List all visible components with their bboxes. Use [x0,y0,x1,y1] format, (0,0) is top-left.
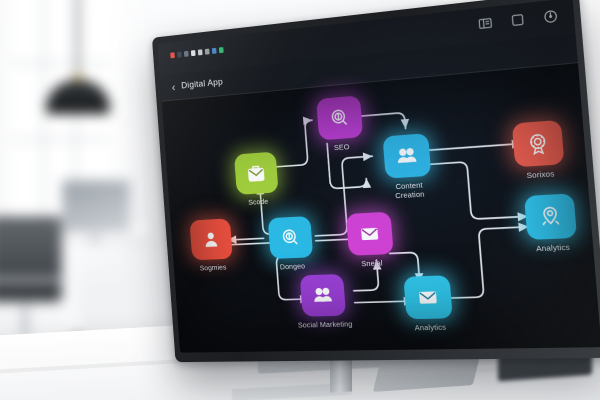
users-icon [394,143,420,169]
sidebar-toggle-icon[interactable] [477,15,494,32]
node-chip [267,215,314,259]
node-chip [345,211,394,256]
node-social[interactable]: Sneial [345,211,395,270]
node-chip [511,119,565,168]
node-label: Dongeo [279,261,306,272]
envelope-icon [415,285,441,304]
node-label: Content Creation [394,180,425,201]
node-chip [382,133,432,179]
node-chip [524,193,578,241]
magnifier-icon [278,225,302,249]
page-title: Digital App [180,76,224,92]
node-chip [316,95,364,141]
window-dots[interactable] [170,47,224,59]
search-badge-icon [327,105,352,131]
monitor-bezel: ‹ Digital App [152,0,600,362]
node-chip [299,273,347,317]
node-chip [403,275,453,320]
node-label: Scode [247,196,269,207]
users-icon [311,283,335,307]
background-monitor-stand [88,234,102,244]
diagram-canvas[interactable]: SEO Scode [162,63,600,353]
node-label: Sorixos [526,169,555,181]
node-segments[interactable]: Sogmies [189,218,233,273]
maximize-icon[interactable] [509,11,526,28]
monitor: ‹ Digital App [152,0,600,362]
screen: ‹ Digital App [157,0,600,353]
window-controls[interactable] [477,8,559,32]
back-icon[interactable]: ‹ [171,80,176,94]
node-label: Sogmies [199,262,227,273]
briefcase-mail-icon [244,161,267,186]
node-content-creation[interactable]: Content Creation [382,133,434,202]
node-label: Social Marketing [297,319,353,330]
node-chip [233,151,279,195]
location-pin-icon [536,203,564,230]
node-social-marketing[interactable]: Social Marketing [298,273,353,330]
node-label: SEO [333,142,350,153]
node-scode[interactable]: Scode [233,151,280,209]
node-services[interactable]: Sorixos [511,119,566,182]
node-chip [189,218,233,261]
node-seo[interactable]: SEO [316,95,364,154]
award-gear-icon [524,130,552,157]
settings-icon[interactable] [542,8,559,25]
node-label: Analytics [535,242,571,254]
node-label: Sneial [361,258,383,269]
node-analytics-right[interactable]: Analytics [524,193,578,254]
node-label: Analytics [414,322,447,333]
background-monitor [60,178,132,234]
node-design[interactable]: Dongeo [267,215,315,273]
window-pane-grid [12,0,108,236]
node-analytics-bottom[interactable]: Analytics [403,275,454,333]
envelope-icon [357,221,382,241]
user-icon [205,232,218,247]
